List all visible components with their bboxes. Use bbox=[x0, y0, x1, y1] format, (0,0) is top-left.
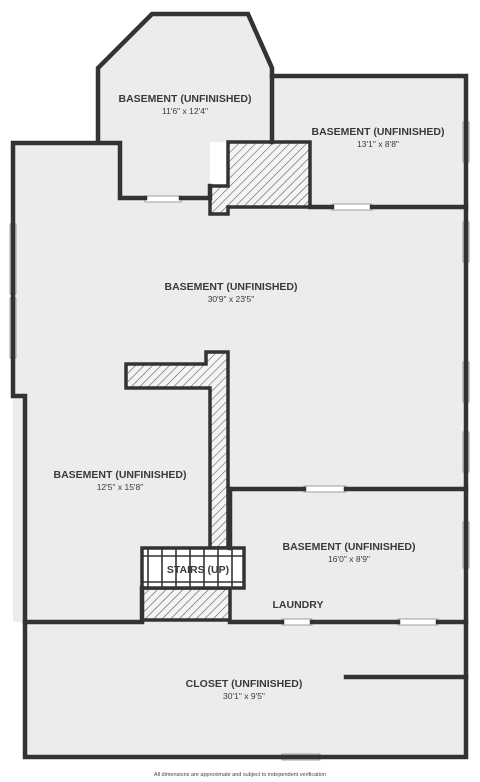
octagon-room-floor bbox=[98, 14, 272, 200]
window bbox=[303, 485, 347, 493]
main-room-floor bbox=[13, 143, 466, 622]
stairs bbox=[140, 546, 246, 590]
laundry-label: LAUNDRY bbox=[273, 599, 324, 611]
room-name-lower-left: BASEMENT (UNFINISHED) bbox=[54, 469, 187, 481]
room-name-main: BASEMENT (UNFINISHED) bbox=[165, 281, 298, 293]
room-dim-closet: 30'1" x 9'5" bbox=[223, 691, 265, 701]
room-dim-upper-right: 13'1" x 8'8" bbox=[357, 139, 399, 149]
room-dim-octagon: 11'6" x 12'4" bbox=[162, 106, 208, 116]
floor-fills bbox=[13, 14, 466, 757]
window bbox=[144, 195, 182, 203]
window bbox=[281, 618, 313, 626]
upper-right-room-floor bbox=[272, 76, 466, 207]
room-name-octagon: BASEMENT (UNFINISHED) bbox=[119, 93, 252, 105]
stairs-label: STAIRS (UP) bbox=[167, 564, 229, 576]
room-labels: BASEMENT (UNFINISHED) 11'6" x 12'4" BASE… bbox=[54, 93, 445, 701]
room-dim-lower-left: 12'5" x 15'8" bbox=[97, 482, 144, 492]
walls bbox=[10, 11, 469, 760]
window bbox=[397, 618, 439, 626]
room-name-upper-right: BASEMENT (UNFINISHED) bbox=[312, 126, 445, 138]
octagon-bottom-wall-right bbox=[178, 183, 213, 201]
under-stairs-block bbox=[140, 586, 232, 622]
outer-wall bbox=[10, 11, 469, 760]
chimney-block bbox=[208, 140, 312, 216]
room-dim-main: 30'9" x 23'5" bbox=[208, 294, 255, 304]
closet-floor bbox=[25, 622, 466, 757]
window bbox=[331, 203, 373, 211]
room-name-closet: CLOSET (UNFINISHED) bbox=[186, 678, 303, 690]
disclaimer-text: All dimensions are approximate and subje… bbox=[154, 772, 326, 778]
room-name-lower-right: BASEMENT (UNFINISHED) bbox=[283, 541, 416, 553]
room-dim-lower-right: 16'0" x 8'9" bbox=[328, 554, 370, 564]
